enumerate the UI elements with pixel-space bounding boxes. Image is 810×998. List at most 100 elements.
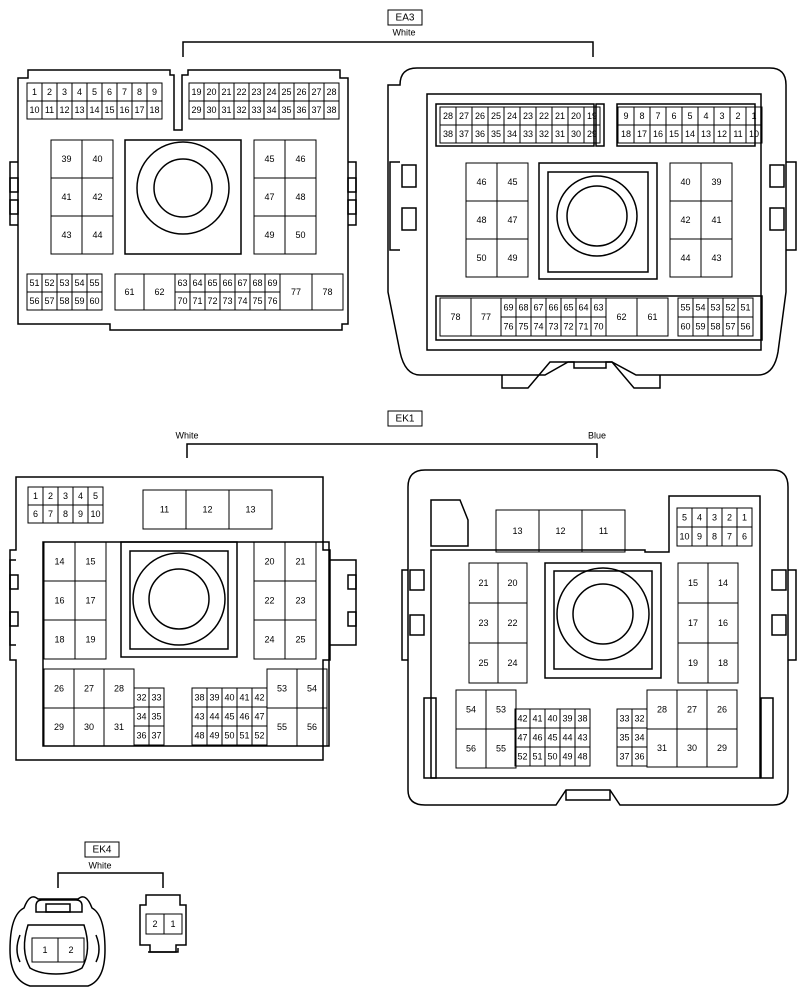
- connector-code-tag: EA3: [387, 9, 423, 26]
- lock-frame: [538, 162, 658, 280]
- pin-cell: 58: [56, 291, 73, 311]
- pin-cell: 44: [206, 706, 223, 727]
- pin-number: 67: [237, 278, 247, 288]
- outline: [409, 614, 425, 636]
- pin-number: 38: [577, 713, 587, 723]
- pin-cell: 6: [736, 526, 753, 547]
- pin-cell: 4: [697, 106, 715, 126]
- pin-cell: 18: [43, 619, 76, 660]
- pin-box: [87, 504, 104, 524]
- pin-cell: 2: [57, 937, 85, 963]
- pin-cell: 11: [142, 489, 187, 530]
- pin-number: 30: [571, 129, 581, 139]
- outline: [771, 614, 787, 636]
- pin-cell: 66: [545, 297, 562, 318]
- pin-number: 33: [151, 692, 161, 702]
- pin-number: 16: [718, 618, 728, 628]
- tag-box: [387, 9, 423, 26]
- pin-number: 32: [236, 105, 246, 115]
- pin-cell: 1: [27, 486, 44, 506]
- pin-number: 17: [85, 595, 95, 605]
- pin-cell: 52: [514, 746, 531, 767]
- pin-number: 38: [194, 692, 204, 702]
- pin-cell: 34: [503, 124, 521, 144]
- pin-number: 66: [548, 302, 558, 312]
- pin-number: 30: [687, 743, 697, 753]
- pin-cell: 22: [233, 82, 250, 102]
- side-latch: [9, 161, 357, 226]
- pin-cell: 6: [101, 82, 118, 102]
- lock-ring: [153, 158, 213, 218]
- pin-number: 2: [48, 491, 53, 501]
- pin-number: 69: [267, 278, 277, 288]
- pin-number: 52: [725, 302, 735, 312]
- housing-key: [148, 948, 179, 953]
- pin-cell: 38: [191, 687, 208, 708]
- pin-cell: 16: [43, 580, 76, 621]
- pin-cell: 8: [633, 106, 651, 126]
- pin-box: [583, 124, 601, 144]
- pin-cell: 3: [57, 486, 74, 506]
- pin-number: 9: [623, 111, 628, 121]
- pin-number: 27: [687, 704, 697, 714]
- pin-number: 18: [54, 634, 64, 644]
- pin-number: 28: [657, 704, 667, 714]
- pin-number: 53: [277, 683, 287, 693]
- pin-number: 32: [136, 692, 146, 702]
- pin-box: [163, 913, 183, 935]
- pin-box: [57, 937, 85, 963]
- pin-cell: 73: [219, 291, 236, 311]
- pin-number: 54: [466, 704, 476, 714]
- pin-number: 4: [697, 512, 702, 522]
- pin-box: [323, 100, 340, 120]
- pin-cell: 10: [87, 504, 104, 524]
- pin-number: 34: [266, 105, 276, 115]
- pin-cell: 75: [515, 316, 532, 337]
- pin-number: 5: [93, 491, 98, 501]
- pin-number: 56: [740, 321, 750, 331]
- pin-number: 9: [152, 87, 157, 97]
- pin-cell: 35: [616, 727, 633, 748]
- pin-cell: 50: [544, 746, 561, 767]
- pin-number: 14: [54, 556, 64, 566]
- pin-box: [146, 100, 163, 120]
- side-latch: [401, 569, 797, 661]
- pin-number: 9: [697, 531, 702, 541]
- pin-number: 6: [671, 111, 676, 121]
- pin-number: 69: [503, 302, 513, 312]
- pin-number: 54: [74, 278, 84, 288]
- pin-number: 42: [254, 692, 264, 702]
- pin-number: 45: [264, 154, 274, 164]
- pin-number: 48: [194, 730, 204, 740]
- pin-box: [574, 746, 591, 767]
- pin-cell: 38: [439, 124, 457, 144]
- pin-cell: 49: [206, 725, 223, 746]
- pin-number: 5: [682, 512, 687, 522]
- pin-cell: 49: [253, 215, 286, 255]
- pin-cell: 20: [253, 541, 286, 582]
- pin-number: 7: [122, 87, 127, 97]
- pin-cell: 17: [74, 580, 107, 621]
- pin-cell: 25: [468, 642, 499, 684]
- tag-box: [84, 841, 120, 858]
- pin-cell: 23: [284, 580, 317, 621]
- pin-number: 73: [548, 321, 558, 331]
- pin-number: 47: [507, 215, 517, 225]
- pin-cell: 21: [284, 541, 317, 582]
- pin-number: 48: [476, 215, 486, 225]
- pin-number: 51: [740, 302, 750, 312]
- pin-number: 42: [92, 192, 102, 202]
- outline: [401, 164, 417, 188]
- lock-frame: [120, 541, 238, 658]
- pin-cell: 27: [676, 689, 708, 730]
- pin-number: 43: [711, 253, 721, 263]
- pin-number: 4: [77, 87, 82, 97]
- pin-number: 60: [89, 296, 99, 306]
- inner-frame: [430, 495, 761, 779]
- pin-number: 17: [688, 618, 698, 628]
- pin-number: 26: [54, 683, 64, 693]
- pin-number: 6: [742, 531, 747, 541]
- pin-number: 15: [104, 105, 114, 115]
- pin-cell: 38: [323, 100, 340, 120]
- pin-number: 42: [517, 713, 527, 723]
